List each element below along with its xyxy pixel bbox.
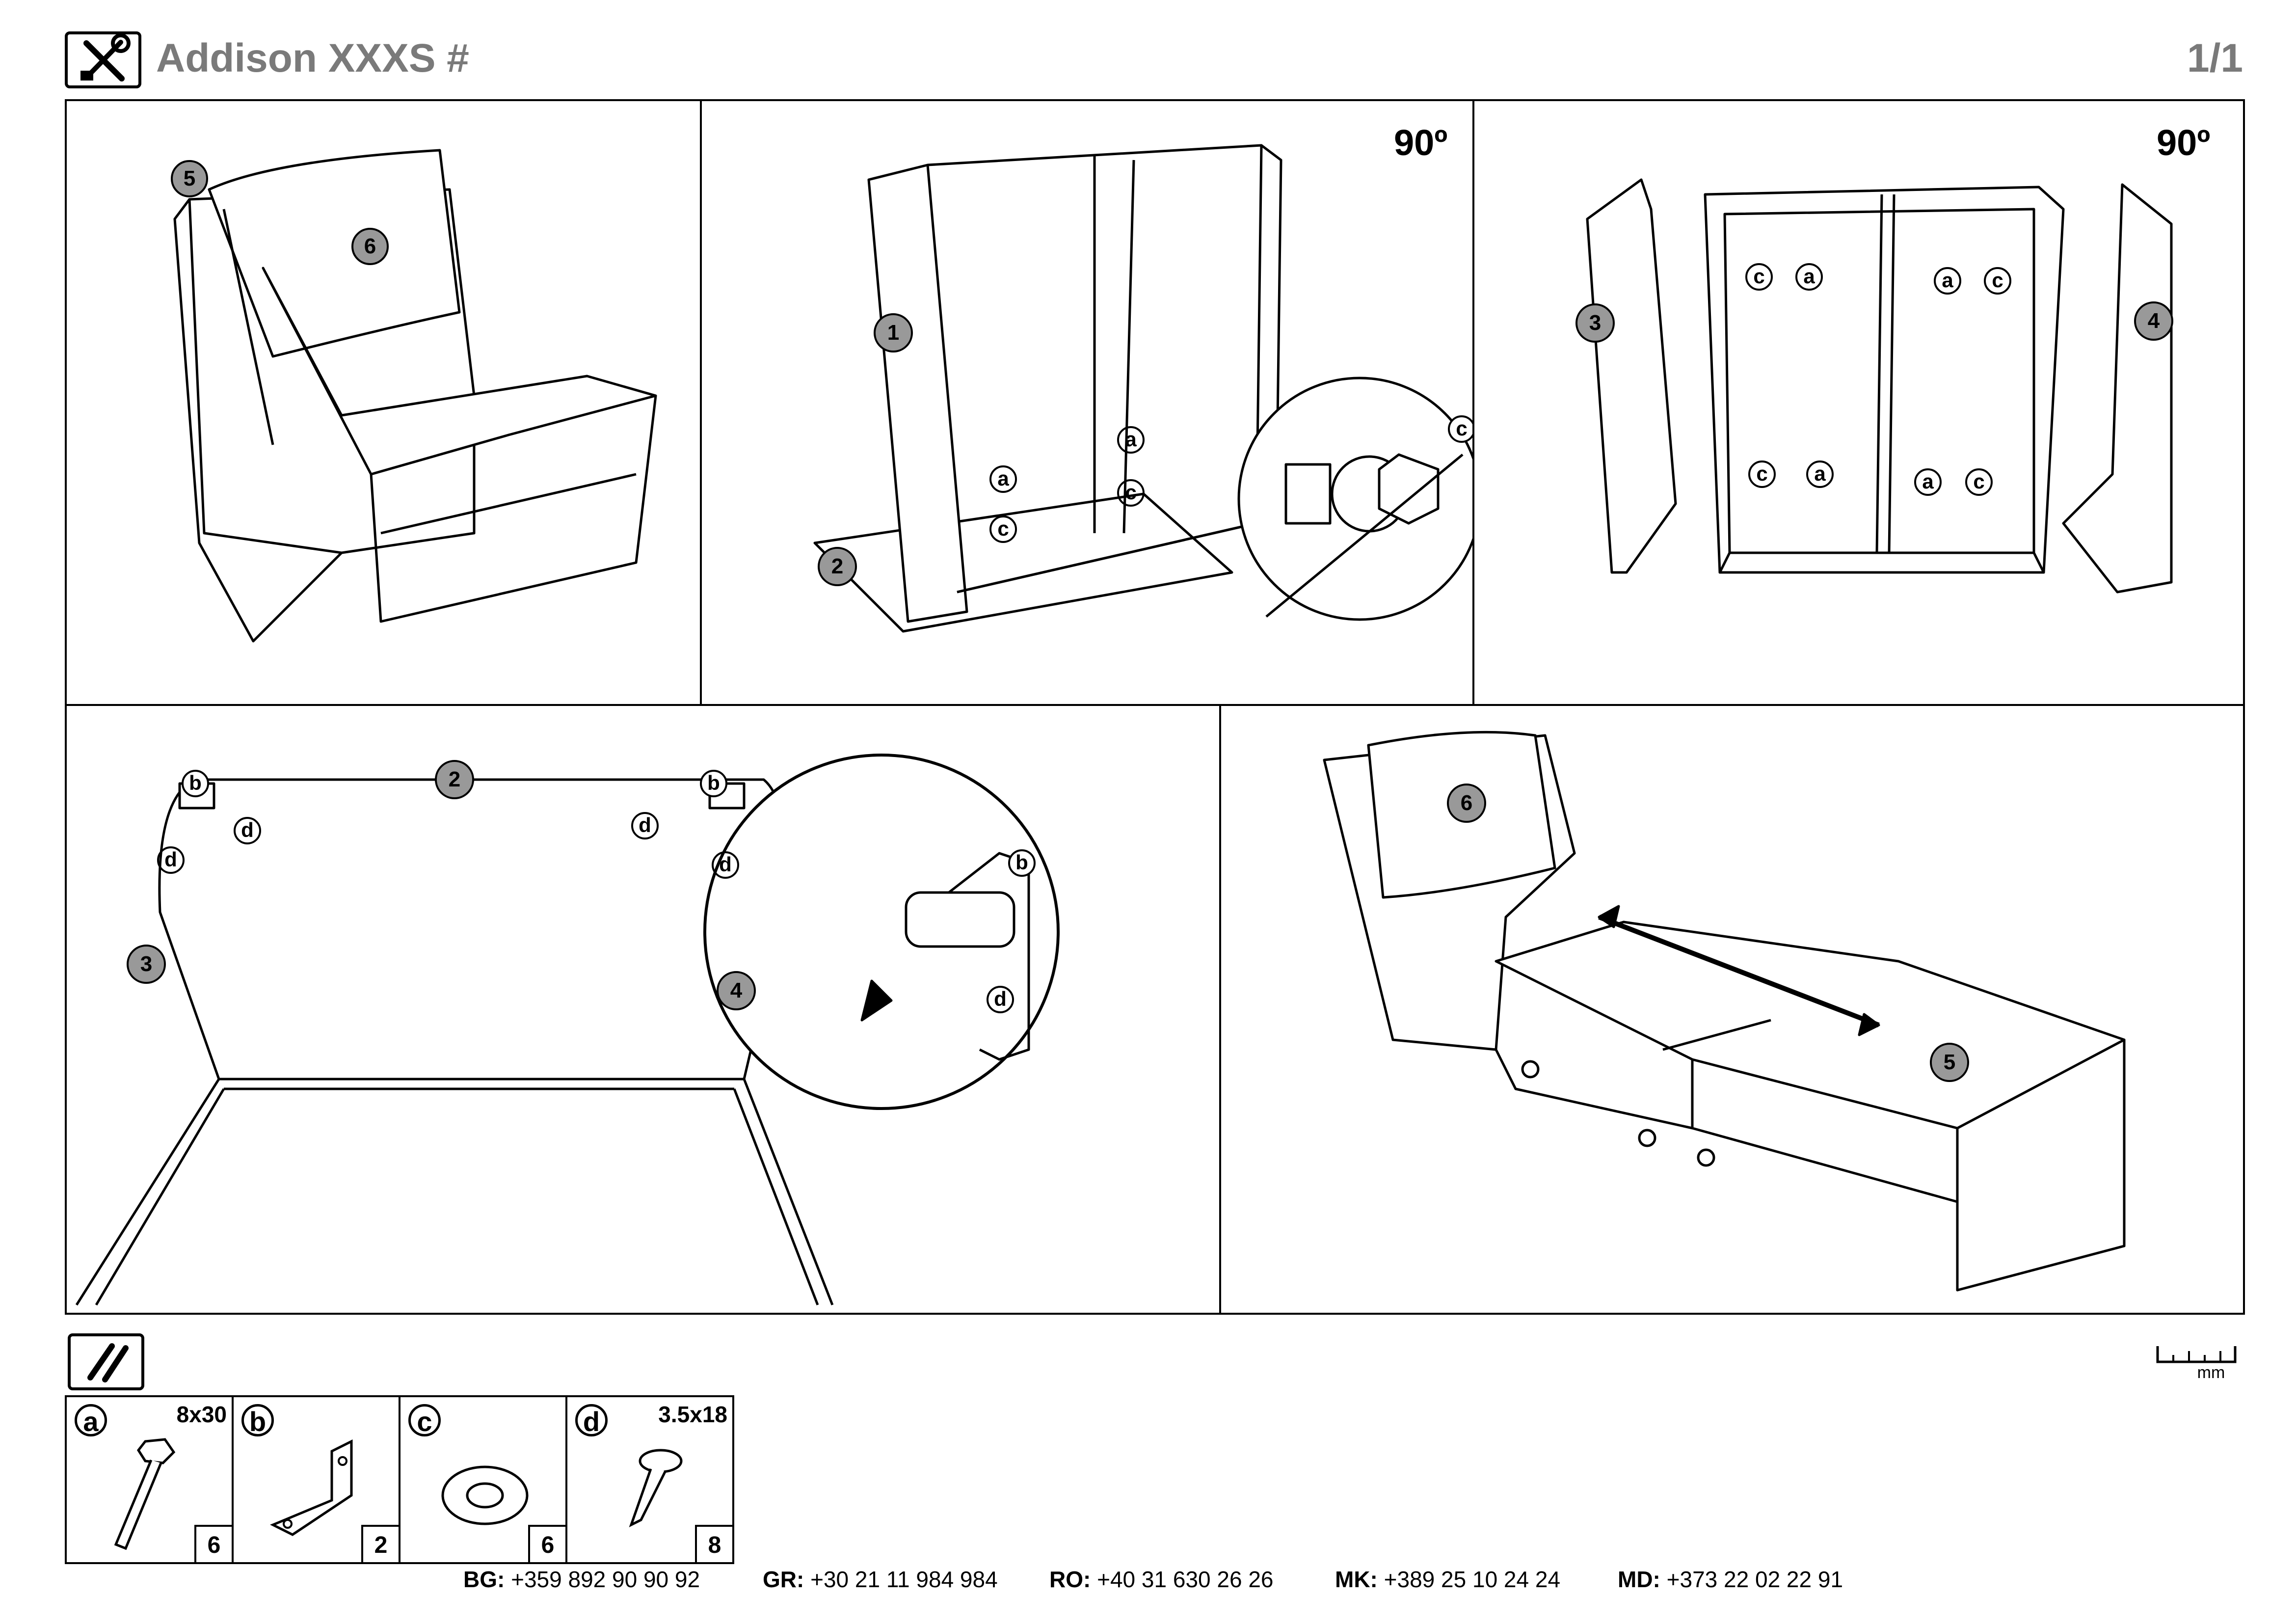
hardware-c-label: c bbox=[1745, 263, 1773, 291]
bolts-icon bbox=[68, 1333, 144, 1390]
part-c-letter: c bbox=[408, 1404, 441, 1437]
ruler-unit: mm bbox=[2197, 1363, 2225, 1382]
part-c-cell: c 6 bbox=[399, 1395, 567, 1564]
contact-code: MK: bbox=[1335, 1567, 1378, 1592]
detail-b-label: b bbox=[1008, 849, 1036, 877]
hardware-a-label: a bbox=[1795, 263, 1823, 291]
hardware-a-label: a bbox=[1117, 426, 1145, 454]
bolt-icon bbox=[114, 1438, 176, 1550]
part-b-cell: b 2 bbox=[232, 1395, 400, 1564]
hardware-c-label: c bbox=[1117, 479, 1145, 507]
part-b-letter: b bbox=[241, 1404, 274, 1437]
callout-6: 6 bbox=[351, 228, 389, 265]
callout-5: 5 bbox=[171, 160, 208, 197]
part-d-cell: d 3.5x18 8 bbox=[565, 1395, 734, 1564]
callout-4: 4 bbox=[717, 971, 756, 1010]
contact-md: MD: +373 22 02 22 91 bbox=[1618, 1566, 1843, 1593]
contact-gr: GR: +30 21 11 984 984 bbox=[763, 1566, 998, 1593]
hardware-d-label: d bbox=[712, 851, 739, 879]
document-title: Addison XXXS # bbox=[156, 36, 469, 81]
hardware-b-label: b bbox=[700, 770, 727, 797]
part-a-size: 8x30 bbox=[176, 1402, 227, 1427]
washer-icon bbox=[441, 1465, 529, 1525]
hardware-a-label: a bbox=[989, 465, 1017, 493]
hardware-c-label: c bbox=[1748, 460, 1776, 488]
step-panel-1: 5 6 bbox=[65, 99, 702, 706]
hardware-d-label: d bbox=[157, 846, 185, 874]
callout-4: 4 bbox=[2134, 301, 2173, 341]
step-panel-3: 90º 3 4 c a a c c a a c bbox=[1472, 99, 2245, 706]
step-panel-5: 6 5 bbox=[1219, 704, 2245, 1315]
step-panel-4: 2 3 4 b d d b d d b d bbox=[65, 704, 1221, 1315]
contact-phone: +359 892 90 90 92 bbox=[511, 1567, 700, 1592]
callout-3: 3 bbox=[127, 945, 166, 984]
hardware-d-label: d bbox=[234, 817, 261, 844]
tools-icon bbox=[65, 31, 141, 88]
angle-bracket-icon bbox=[269, 1439, 353, 1536]
contact-code: RO: bbox=[1049, 1567, 1091, 1592]
callout-5: 5 bbox=[1930, 1043, 1969, 1082]
screw-icon bbox=[629, 1449, 683, 1527]
callout-1: 1 bbox=[874, 313, 913, 352]
contact-code: GR: bbox=[763, 1567, 804, 1592]
contact-phone: +373 22 02 22 91 bbox=[1666, 1567, 1843, 1592]
contact-ro: RO: +40 31 630 26 26 bbox=[1049, 1566, 1274, 1593]
ruler-icon: mm bbox=[2156, 1344, 2237, 1382]
contact-phone: +40 31 630 26 26 bbox=[1097, 1567, 1274, 1592]
part-d-letter: d bbox=[575, 1404, 608, 1437]
step-panel-2: 90º 1 2 a c a c c bbox=[700, 99, 1474, 706]
callout-2: 2 bbox=[818, 547, 857, 586]
part-d-quantity: 8 bbox=[695, 1525, 734, 1564]
rotate-90-label: 90º bbox=[1394, 122, 1448, 163]
detail-c-label: c bbox=[1448, 415, 1472, 443]
callout-6: 6 bbox=[1447, 784, 1486, 823]
part-d-size: 3.5x18 bbox=[658, 1402, 727, 1427]
detail-d-label: d bbox=[987, 986, 1014, 1013]
contact-phone: +30 21 11 984 984 bbox=[810, 1567, 998, 1592]
rotate-90-label: 90º bbox=[2157, 122, 2211, 163]
callout-2: 2 bbox=[435, 760, 474, 799]
contact-bg: BG: +359 892 90 90 92 bbox=[463, 1566, 700, 1593]
part-c-quantity: 6 bbox=[528, 1525, 567, 1564]
contact-code: MD: bbox=[1618, 1567, 1660, 1592]
hardware-a-label: a bbox=[1806, 460, 1834, 488]
contact-mk: MK: +389 25 10 24 24 bbox=[1335, 1566, 1560, 1593]
part-a-letter: a bbox=[75, 1404, 107, 1437]
contact-code: BG: bbox=[463, 1567, 505, 1592]
hardware-c-label: c bbox=[1984, 267, 2011, 295]
hardware-c-label: c bbox=[989, 515, 1017, 543]
hardware-a-label: a bbox=[1914, 468, 1942, 496]
contact-phone: +389 25 10 24 24 bbox=[1384, 1567, 1561, 1592]
hardware-d-label: d bbox=[631, 812, 659, 839]
hardware-b-label: b bbox=[182, 770, 209, 797]
part-a-cell: a 8x30 6 bbox=[65, 1395, 234, 1564]
hardware-c-label: c bbox=[1965, 468, 1993, 496]
part-a-quantity: 6 bbox=[194, 1525, 234, 1564]
hardware-a-label: a bbox=[1934, 267, 1961, 295]
part-b-quantity: 2 bbox=[361, 1525, 400, 1564]
callout-3: 3 bbox=[1575, 303, 1615, 343]
page-number: 1/1 bbox=[2187, 36, 2243, 81]
